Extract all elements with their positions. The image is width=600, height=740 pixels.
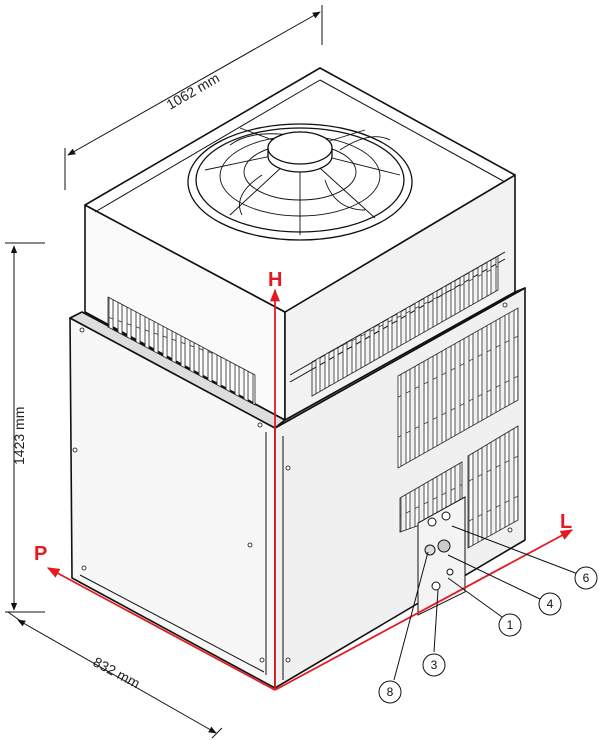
height-dimension-label: 1423 mm xyxy=(11,407,27,465)
callout-8: 8 xyxy=(378,680,402,704)
callout-4: 4 xyxy=(538,592,562,616)
axis-p-label: P xyxy=(34,543,47,565)
condenser-louver-left xyxy=(107,296,256,406)
callout-6-number: 6 xyxy=(583,571,590,585)
callout-4-number: 4 xyxy=(547,597,554,611)
condenser-louver-right xyxy=(311,255,499,397)
dimension-lines xyxy=(5,5,323,739)
louver-grille-upper xyxy=(397,307,519,469)
callout-1-number: 1 xyxy=(507,618,514,632)
callout-3-number: 3 xyxy=(431,658,438,672)
depth-dimension-label: 832 mm xyxy=(91,654,143,692)
width-dimension-line xyxy=(67,11,321,156)
callout-1: 1 xyxy=(498,613,522,637)
depth-dimension-line xyxy=(17,619,217,734)
callout-8-number: 8 xyxy=(387,685,394,699)
axis-h-label: H xyxy=(268,269,282,291)
axis-p-line xyxy=(46,567,276,691)
axes xyxy=(46,288,574,691)
callout-3: 3 xyxy=(422,653,446,677)
callout-6: 6 xyxy=(574,566,598,590)
louver-grille-side xyxy=(467,425,519,549)
axis-l-label: L xyxy=(560,511,572,533)
axis-l-line xyxy=(274,529,574,691)
width-dimension-label: 1062 mm xyxy=(164,70,223,113)
callout-leaders xyxy=(393,525,579,681)
